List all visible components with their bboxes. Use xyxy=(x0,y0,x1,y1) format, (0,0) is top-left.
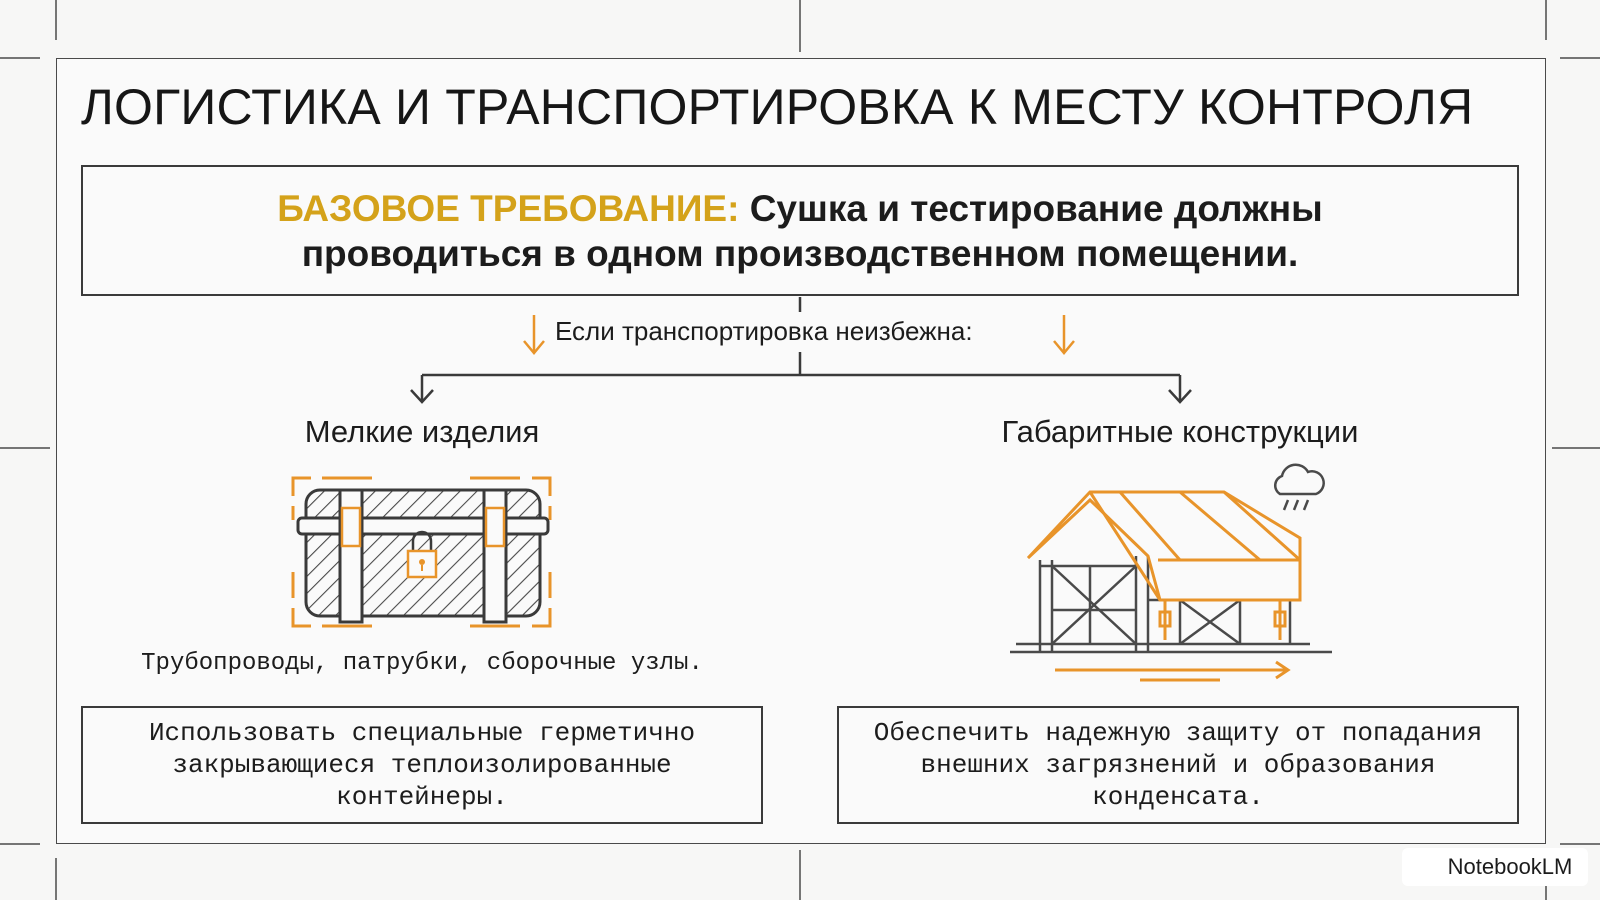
locked-container-icon xyxy=(291,476,552,628)
covered-structure-icon xyxy=(1010,463,1332,682)
down-arrow-icon xyxy=(1053,315,1075,355)
branding-label: NotebookLM xyxy=(1447,854,1573,879)
requirement-box: БАЗОВОЕ ТРЕБОВАНИЕ: Сушка и тестирование… xyxy=(81,165,1519,296)
requirement-line1: Сушка и тестирование должны xyxy=(749,187,1323,229)
requirement-text: БАЗОВОЕ ТРЕБОВАНИЕ: Сушка и тестирование… xyxy=(277,186,1322,276)
down-arrow-icon xyxy=(523,315,545,355)
page-title: ЛОГИСТИКА И ТРАНСПОРТИРОВКА К МЕСТУ КОНТ… xyxy=(81,79,1474,135)
transport-condition: Если транспортировка неизбежна: xyxy=(555,316,973,346)
requirement-label: БАЗОВОЕ ТРЕБОВАНИЕ: xyxy=(277,187,740,229)
flow-connector xyxy=(410,297,1192,404)
small-items-title: Мелкие изделия xyxy=(304,414,540,449)
small-items-note: Использовать специальные герметично закр… xyxy=(81,706,763,824)
requirement-line2: проводиться в одном производственном пом… xyxy=(301,232,1299,274)
small-items-caption: Трубопроводы, патрубки, сборочные узлы. xyxy=(141,650,703,677)
branding-badge: NotebookLM xyxy=(1402,848,1588,886)
large-structures-title: Габаритные конструкции xyxy=(1001,414,1359,449)
large-structures-note: Обеспечить надежную защиту от попадания … xyxy=(837,706,1519,824)
